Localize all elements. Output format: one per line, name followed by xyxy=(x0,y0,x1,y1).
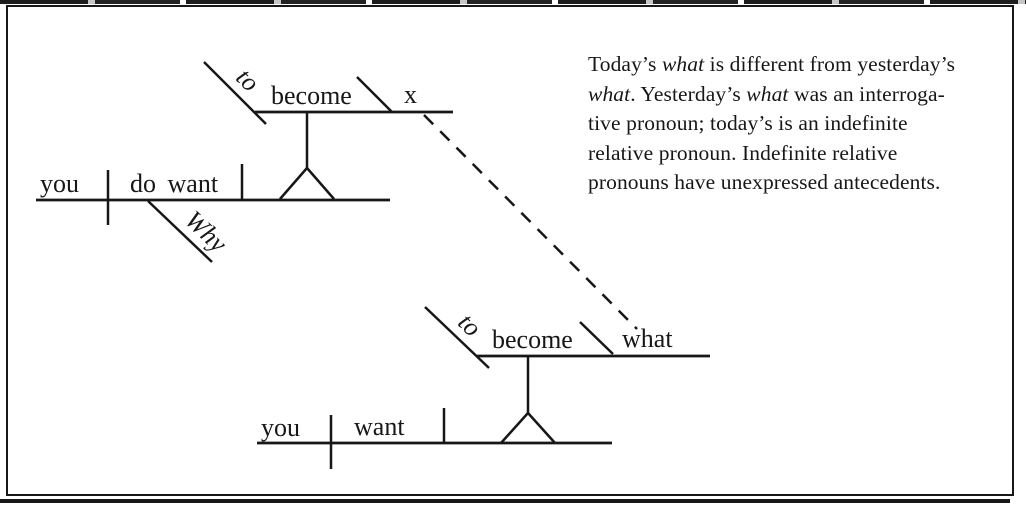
bottom-subject-word: you xyxy=(261,413,300,442)
note-segment: relative pronoun. Indefinite relative xyxy=(588,140,898,165)
note-segment: pronouns have unexpressed antecedents. xyxy=(588,170,941,194)
diagram-top: you do want to Why become x xyxy=(36,61,453,263)
top-verb-word: do want xyxy=(130,169,219,198)
top-complement-divider xyxy=(356,76,393,113)
top-to-slant xyxy=(203,61,267,125)
top-infinitive-verb-word: become xyxy=(271,81,352,110)
bottom-pedestal-right-leg xyxy=(527,412,556,444)
note-line: what. Yesterday’s what was an interroga- xyxy=(588,80,1013,110)
note-segment: what xyxy=(746,81,789,106)
note-line: relative pronoun. Indefinite relative xyxy=(588,139,1013,169)
top-adverb-word: Why xyxy=(179,205,233,258)
dashed-connector xyxy=(423,114,638,330)
commentary-text: Today’s what is different from yesterday… xyxy=(588,50,1013,198)
bottom-infinitive-verb-word: become xyxy=(492,325,573,354)
note-segment: . Yesterday’s xyxy=(630,81,747,106)
bottom-verb-word: want xyxy=(354,412,405,441)
top-subject-word: you xyxy=(40,169,79,198)
bottom-complement-divider xyxy=(579,321,614,355)
top-complement-word: x xyxy=(404,80,417,109)
note-segment: what xyxy=(588,81,631,106)
note-segment: what xyxy=(661,52,705,76)
top-pedestal-left-leg xyxy=(279,167,308,200)
scan-edge-top xyxy=(0,0,1026,4)
bottom-pedestal-left-leg xyxy=(500,412,529,444)
bottom-to-slant xyxy=(424,306,490,369)
note-segment: Today’s xyxy=(588,52,662,76)
note-segment: is different from yesterday’s xyxy=(704,52,956,76)
note-segment: was an interroga- xyxy=(788,81,945,106)
note-segment: tive pronoun; today’s is an indefinite xyxy=(588,111,908,135)
scan-edge-bottom xyxy=(0,499,1010,503)
note-line: Today’s what is different from yesterday… xyxy=(588,50,1013,80)
note-line: tive pronoun; today’s is an indefinite xyxy=(588,109,1013,139)
top-pedestal-right-leg xyxy=(306,167,335,200)
diagram-bottom: you want to become what xyxy=(257,306,710,469)
bottom-complement-word: what xyxy=(622,324,673,353)
note-line: pronouns have unexpressed antecedents. xyxy=(588,168,1013,198)
top-adverb-slant xyxy=(147,200,213,263)
figure-border xyxy=(6,5,1014,496)
